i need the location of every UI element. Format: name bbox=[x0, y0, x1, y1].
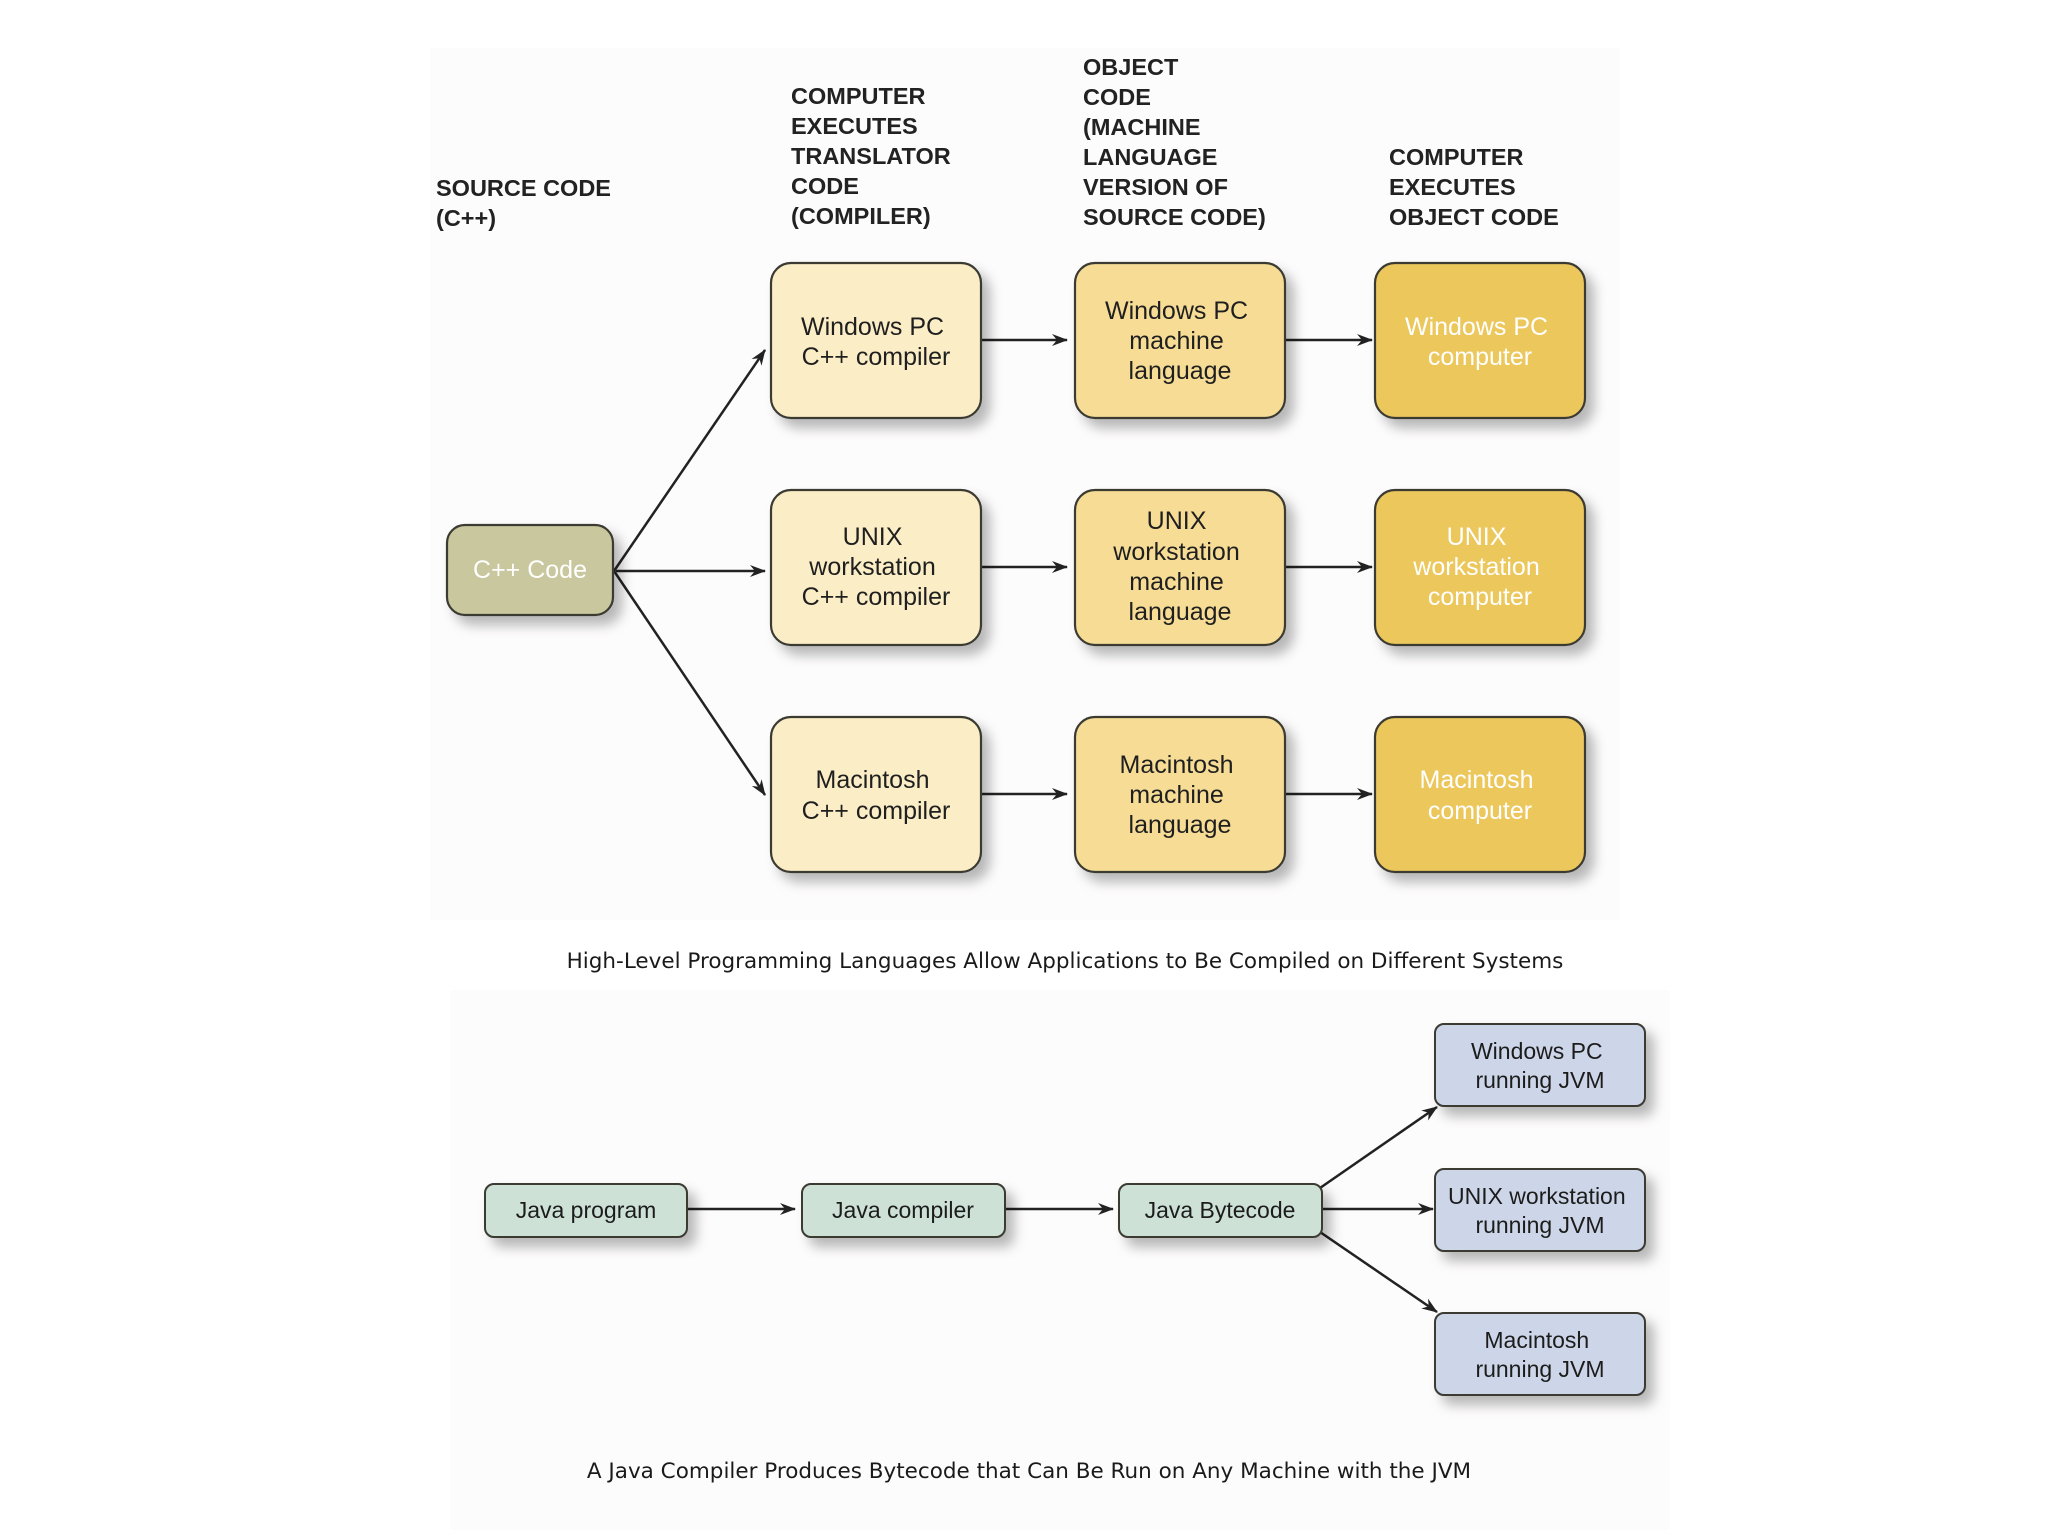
cpp-code-box: C++ Code bbox=[445, 523, 615, 617]
unix-jvm-label: UNIX workstation running JVM bbox=[1448, 1183, 1632, 1238]
header-executes-object-code: COMPUTER EXECUTES OBJECT CODE bbox=[1389, 144, 1559, 230]
windows-compiler-box: Windows PC C++ compiler bbox=[769, 261, 983, 420]
header-object-code: OBJECT CODE (MACHINE LANGUAGE VERSION OF… bbox=[1083, 54, 1266, 230]
windows-computer-box: Windows PC computer bbox=[1373, 261, 1587, 420]
windows-compiler-label: Windows PC C++ compiler bbox=[801, 313, 951, 371]
unix-machine-language-label: UNIX workstation machine language bbox=[1112, 507, 1246, 626]
bottom-arrows bbox=[688, 1105, 1438, 1314]
windows-machine-language-label: Windows PC machine language bbox=[1105, 297, 1255, 385]
arrow-source-to-mac-compiler bbox=[612, 570, 767, 796]
windows-computer-label: Windows PC computer bbox=[1405, 313, 1555, 371]
java-program-box: Java program bbox=[484, 1183, 688, 1238]
mac-jvm-label: Macintosh running JVM bbox=[1475, 1327, 1604, 1382]
java-bytecode-box: Java Bytecode bbox=[1118, 1183, 1323, 1238]
top-arrows bbox=[612, 334, 1373, 800]
windows-jvm-box: Windows PC running JVM bbox=[1434, 1023, 1646, 1107]
mac-machine-language-box: Macintosh machine language bbox=[1073, 715, 1287, 874]
mac-compiler-box: Macintosh C++ compiler bbox=[769, 715, 983, 874]
header-source-code: SOURCE CODE (C++) bbox=[436, 175, 618, 231]
bottom-diagram-caption: A Java Compiler Produces Bytecode that C… bbox=[587, 1459, 1471, 1484]
header-translator-code: COMPUTER EXECUTES TRANSLATOR CODE (COMPI… bbox=[791, 83, 957, 229]
arrow-bytecode-to-windows-jvm bbox=[1319, 1105, 1438, 1190]
windows-machine-language-box: Windows PC machine language bbox=[1073, 261, 1287, 420]
unix-compiler-box: UNIX workstation C++ compiler bbox=[769, 488, 983, 647]
unix-jvm-box: UNIX workstation running JVM bbox=[1434, 1168, 1646, 1252]
unix-computer-label: UNIX workstation computer bbox=[1412, 523, 1546, 611]
unix-computer-box: UNIX workstation computer bbox=[1373, 488, 1587, 647]
windows-jvm-label: Windows PC running JVM bbox=[1471, 1038, 1609, 1093]
java-compiler-box: Java compiler bbox=[801, 1183, 1006, 1238]
mac-machine-language-label: Macintosh machine language bbox=[1120, 751, 1241, 839]
mac-jvm-box: Macintosh running JVM bbox=[1434, 1312, 1646, 1396]
mac-computer-box: Macintosh computer bbox=[1373, 715, 1587, 874]
unix-compiler-label: UNIX workstation C++ compiler bbox=[802, 523, 951, 611]
mac-compiler-label: Macintosh C++ compiler bbox=[802, 766, 951, 825]
mac-computer-label: Macintosh computer bbox=[1420, 766, 1541, 825]
java-program-label: Java program bbox=[516, 1197, 657, 1223]
top-diagram-caption: High-Level Programming Languages Allow A… bbox=[567, 949, 1564, 974]
arrow-bytecode-to-mac-jvm bbox=[1319, 1230, 1438, 1314]
arrow-source-to-windows-compiler bbox=[612, 349, 767, 572]
bottom-diagram: Java program Java compiler Java Bytecode… bbox=[484, 1023, 1646, 1484]
cpp-code-label: C++ Code bbox=[473, 556, 587, 584]
java-bytecode-label: Java Bytecode bbox=[1145, 1197, 1296, 1223]
java-compiler-label: Java compiler bbox=[832, 1197, 974, 1223]
unix-machine-language-box: UNIX workstation machine language bbox=[1073, 488, 1287, 647]
top-diagram: SOURCE CODE (C++) COMPUTER EXECUTES TRAN… bbox=[436, 54, 1587, 974]
